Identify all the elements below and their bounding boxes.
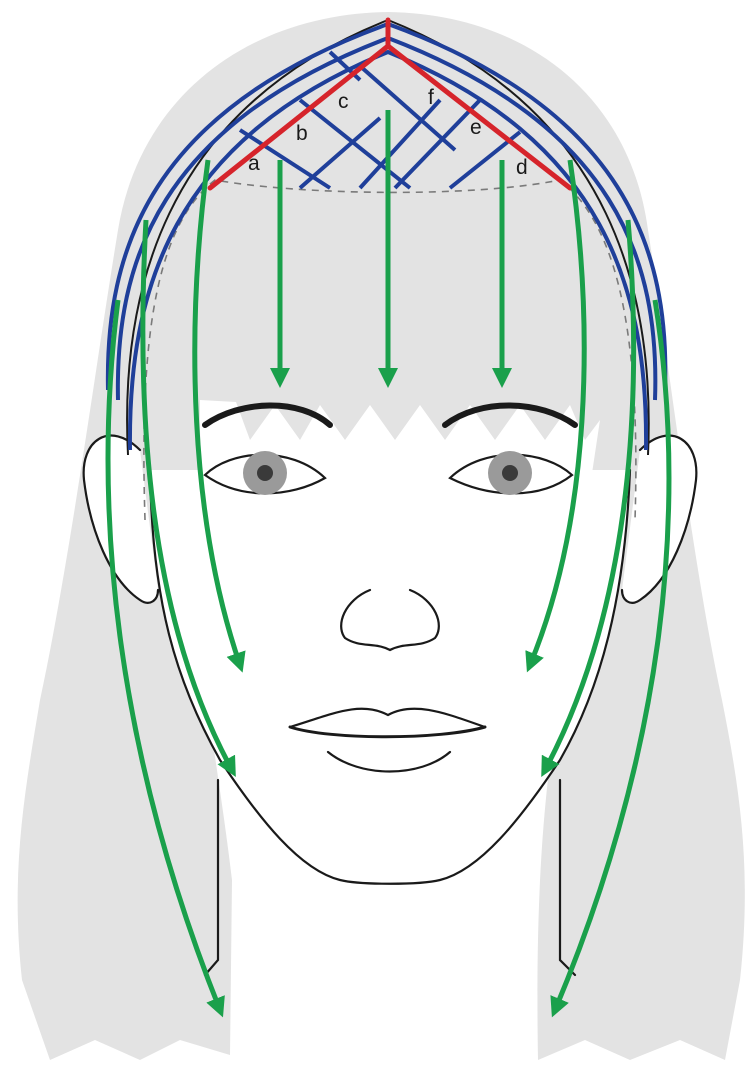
left-pupil: [257, 465, 273, 481]
label-c: c: [338, 90, 349, 113]
label-e: e: [470, 116, 482, 139]
label-f: f: [428, 86, 434, 109]
label-d: d: [516, 156, 528, 179]
label-a: a: [248, 152, 260, 175]
label-b: b: [296, 122, 308, 145]
right-pupil: [502, 465, 518, 481]
